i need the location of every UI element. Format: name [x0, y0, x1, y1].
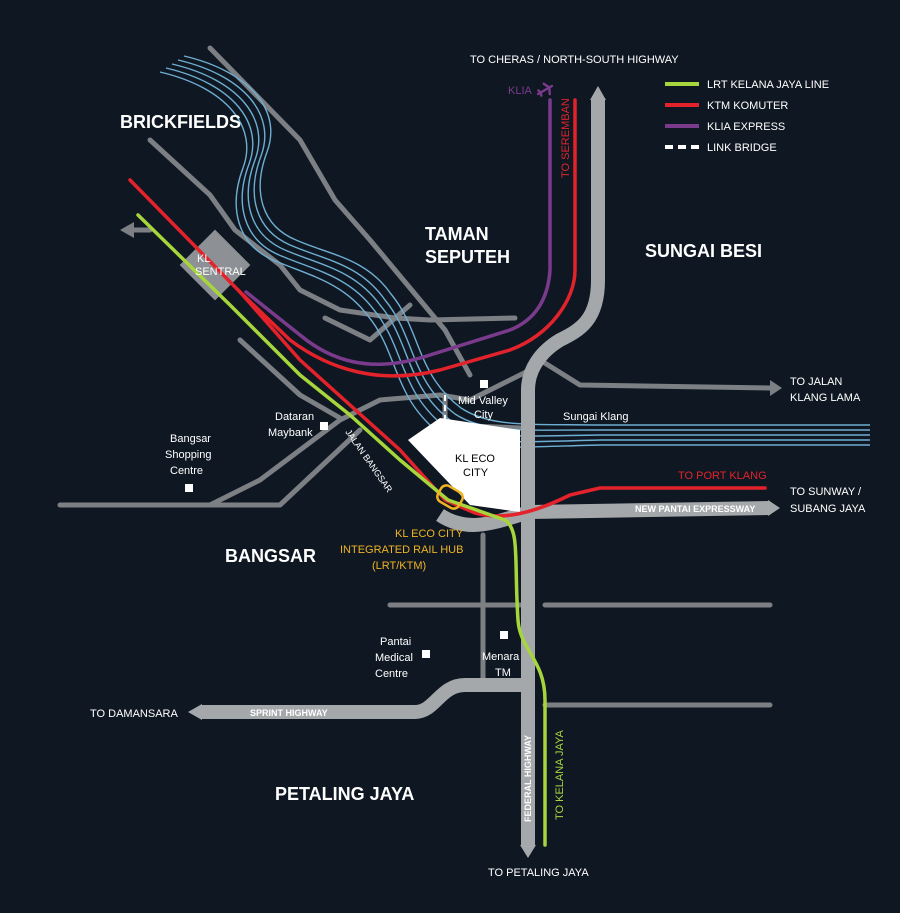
- bangsar-sc-label-line3: Centre: [170, 465, 203, 477]
- dest-sunway-line1: TO SUNWAY /: [790, 486, 862, 498]
- sprint-highway-label: SPRINT HIGHWAY: [250, 708, 328, 718]
- kl-eco-city-block: [408, 418, 520, 512]
- area-taman-line1: TAMAN: [425, 224, 489, 244]
- dest-kelana-jaya: TO KELANA JAYA: [554, 729, 566, 820]
- legend-label-3: LINK BRIDGE: [707, 142, 777, 154]
- dest-klia: KLIA: [508, 85, 533, 97]
- lrt-kelana-jaya-line: [136, 213, 547, 847]
- dataran-maybank-marker: [320, 422, 328, 430]
- legend-label-1: KTM KOMUTER: [707, 100, 788, 112]
- dest-cheras: TO CHERAS / NORTH-SOUTH HIGHWAY: [470, 54, 679, 66]
- local-roads: [57, 45, 773, 708]
- airplane-icon: [536, 82, 554, 97]
- rail-hub-marker: [436, 484, 464, 510]
- area-taman-line2: SEPUTEH: [425, 247, 510, 267]
- dest-port-klang: TO PORT KLANG: [678, 470, 767, 482]
- ktm-komuter-line-north: [128, 98, 577, 378]
- kl-eco-city-label-line1: KL ECO: [455, 453, 495, 465]
- legend-label-2: KLIA EXPRESS: [707, 121, 785, 133]
- pantai-label-line2: Medical: [375, 652, 413, 664]
- dataran-maybank-label-line1: Dataran: [275, 411, 314, 423]
- bangsar-shopping-centre-marker: [185, 484, 193, 492]
- area-petaling-jaya: PETALING JAYA: [275, 784, 414, 804]
- klia-express-line: [244, 98, 552, 366]
- pantai-label-line1: Pantai: [380, 636, 411, 648]
- pantai-medical-centre-marker: [422, 650, 430, 658]
- dataran-maybank-label-line2: Maybank: [268, 427, 313, 439]
- new-pantai-expressway-label: NEW PANTAI EXPRESSWAY: [635, 504, 755, 514]
- bangsar-sc-label-line2: Shopping: [165, 449, 212, 461]
- highways: [120, 86, 782, 858]
- area-brickfields: BRICKFIELDS: [120, 112, 241, 132]
- area-sungai-besi: SUNGAI BESI: [645, 241, 762, 261]
- hub-label-line1: KL ECO CITY: [395, 528, 464, 540]
- hub-label-line3: (LRT/KTM): [372, 560, 426, 572]
- mid-valley-marker: [480, 380, 488, 388]
- dest-jalan-klang-lama-line2: KLANG LAMA: [790, 392, 861, 404]
- kl-eco-city-label-line2: CITY: [463, 467, 489, 479]
- kl-sentral-label-line2: SENTRAL: [195, 266, 246, 278]
- hub-label-line2: INTEGRATED RAIL HUB: [340, 544, 463, 556]
- menara-tm-label-line2: TM: [495, 667, 511, 679]
- legend: LRT KELANA JAYA LINE KTM KOMUTER KLIA EXPR…: [665, 79, 829, 154]
- sungai-klang-label: Sungai Klang: [563, 411, 628, 423]
- dest-damansara: TO DAMANSARA: [90, 708, 178, 720]
- dest-petaling-jaya: TO PETALING JAYA: [488, 867, 589, 879]
- mid-valley-label-line1: Mid Valley: [458, 395, 508, 407]
- dest-seremban: TO SEREMBAN: [560, 98, 572, 178]
- dest-sunway-line2: SUBANG JAYA: [790, 503, 866, 515]
- mid-valley-label-line2: City: [474, 409, 493, 421]
- area-bangsar: BANGSAR: [225, 546, 316, 566]
- kl-sentral-label-line1: KL: [197, 253, 210, 265]
- rail-lines: [128, 98, 767, 847]
- federal-highway-label: FEDERAL HIGHWAY: [523, 735, 533, 822]
- pantai-label-line3: Centre: [375, 668, 408, 680]
- ktm-komuter-line-port-klang: [238, 290, 767, 518]
- menara-tm-label-line1: Menara: [482, 651, 520, 663]
- dest-jalan-klang-lama-line1: TO JALAN: [790, 376, 842, 388]
- bangsar-sc-label-line1: Bangsar: [170, 433, 211, 445]
- legend-label-0: LRT KELANA JAYA LINE: [707, 79, 829, 91]
- menara-tm-marker: [500, 631, 508, 639]
